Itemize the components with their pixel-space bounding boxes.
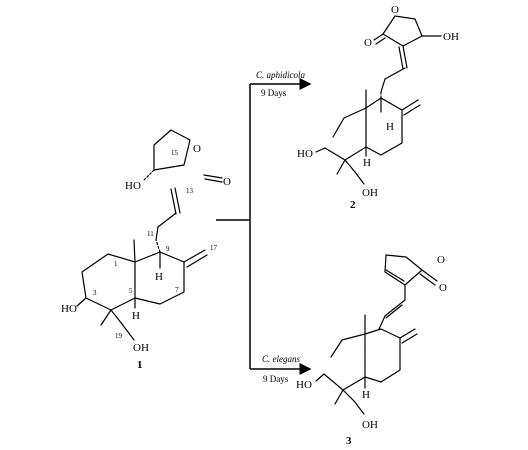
locant-7: 7 xyxy=(175,286,179,294)
compound-2-hydroxyl-c19: OH xyxy=(362,187,378,199)
reaction-top-time: 9 Days xyxy=(261,88,287,98)
locant-15: 15 xyxy=(171,149,179,157)
locant-13: 13 xyxy=(186,187,194,195)
compound-1-hydroxyl-c19: OH xyxy=(133,342,149,354)
reaction-bottom-time: 9 Days xyxy=(263,374,289,384)
compound-2-structure: O O OH HO OH H H 2 xyxy=(297,4,459,211)
compound-3-carbonyl-oxygen: O xyxy=(439,282,447,294)
locant-17: 17 xyxy=(210,244,218,252)
compound-1-hydroxyl-c14: HO xyxy=(125,180,141,192)
compound-3-structure: O O HO OH H 3 xyxy=(296,254,447,447)
compound-3-hydroxyl-c19: OH xyxy=(362,419,378,431)
locant-19: 19 xyxy=(115,332,123,340)
compound-2-hydroxyl-c3: HO xyxy=(297,148,313,160)
compound-1-label: 1 xyxy=(137,359,143,371)
compound-2-h5: H xyxy=(363,157,371,169)
reaction-arrows xyxy=(216,78,312,375)
locant-1: 1 xyxy=(114,260,118,268)
locant-5: 5 xyxy=(129,287,133,295)
compound-3-hydroxyl-c3: HO xyxy=(296,379,312,391)
compound-1-h5: H xyxy=(132,310,140,322)
compound-1-structure: O O HO HO OH H H 15 13 11 9 17 1 7 5 3 1… xyxy=(61,129,231,371)
compound-2-h9: H xyxy=(386,121,394,133)
locant-3: 3 xyxy=(93,289,97,297)
compound-3-h5: H xyxy=(362,389,370,401)
compound-1-ring-oxygen: O xyxy=(193,143,201,155)
compound-3-ring-oxygen: O xyxy=(437,254,445,266)
compound-3-label: 3 xyxy=(346,435,352,447)
compound-2-hydroxyl: OH xyxy=(443,31,459,43)
reaction-top-organism: C. aphidicola xyxy=(256,70,305,80)
reaction-bottom-organism: C. elegans xyxy=(262,354,300,364)
compound-1-hydroxyl-c3: HO xyxy=(61,303,77,315)
compound-2-ring-oxygen: O xyxy=(391,4,399,16)
compound-1-carbonyl-oxygen: O xyxy=(223,176,231,188)
locant-11: 11 xyxy=(147,230,154,238)
compound-2-label: 2 xyxy=(350,199,356,211)
compound-1-h9: H xyxy=(155,271,163,283)
compound-2-carbonyl-oxygen: O xyxy=(364,37,372,49)
locant-9: 9 xyxy=(166,245,170,253)
